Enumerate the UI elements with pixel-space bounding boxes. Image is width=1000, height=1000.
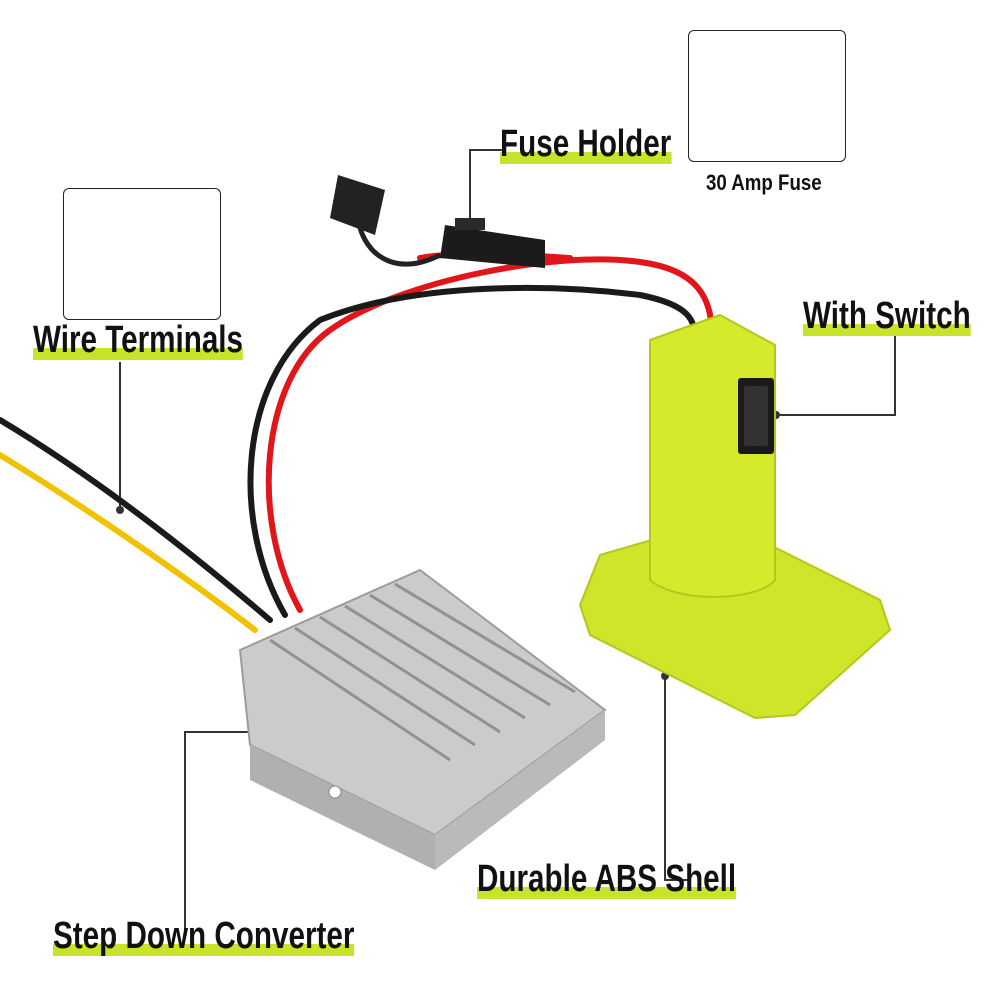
fuse-holder <box>330 175 545 268</box>
fuse-caption: 30 Amp Fuse <box>706 170 822 195</box>
fuse-inset <box>688 30 846 162</box>
input-wires <box>0 417 273 633</box>
label-wire-terminals: Wire Terminals <box>33 319 244 361</box>
wire-terminal-inset <box>63 188 221 320</box>
battery-adapter <box>578 313 892 720</box>
label-fuse-holder: Fuse Holder <box>500 123 672 165</box>
label-step-down-converter: Step Down Converter <box>53 915 355 957</box>
label-with-switch: With Switch <box>803 295 971 337</box>
step-down-converter <box>238 568 607 870</box>
label-durable-shell: Durable ABS Shell <box>477 858 737 900</box>
